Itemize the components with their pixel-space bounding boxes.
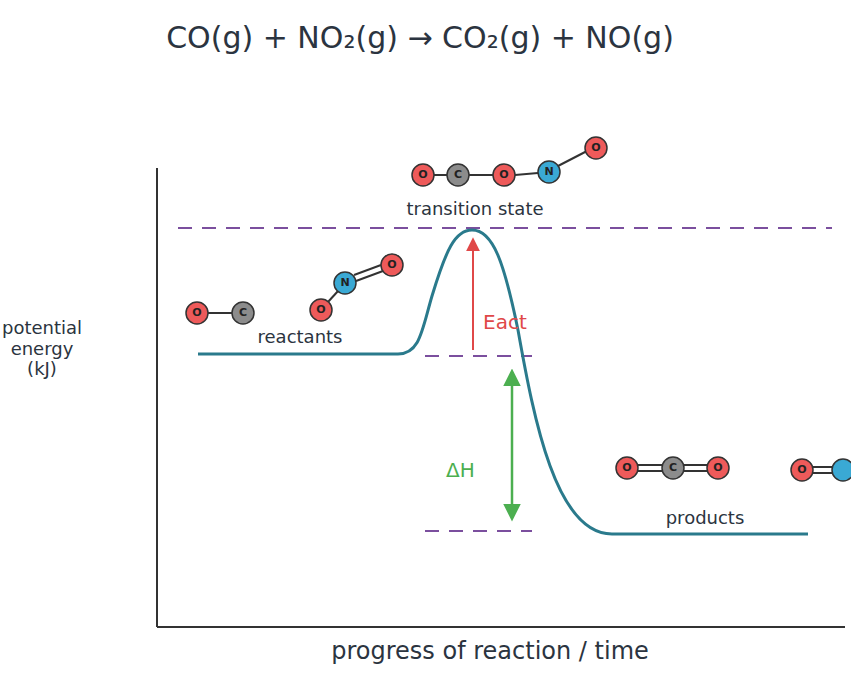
- energy-label: ΔH: [446, 459, 475, 482]
- atom-symbol: C: [669, 462, 677, 475]
- atom-symbol: N: [544, 166, 553, 179]
- title: CO(g) + NO₂(g) → CO₂(g) + NO(g): [166, 21, 674, 56]
- atom-symbol: N: [340, 277, 349, 290]
- atom-symbol: O: [316, 304, 325, 317]
- energy-curve: [198, 230, 808, 534]
- atom-symbol: O: [192, 307, 201, 320]
- enthalpy-arrow: [511, 372, 514, 518]
- activation-arrow: [472, 240, 474, 350]
- guide-line: [178, 227, 832, 229]
- energy-label: Eact: [483, 311, 527, 334]
- guide-line: [425, 530, 532, 532]
- guide-line: [425, 355, 532, 357]
- state-label: transition state: [406, 199, 543, 220]
- state-label: products: [666, 508, 745, 529]
- atom-symbol: O: [622, 462, 631, 475]
- atom-symbol: O: [418, 169, 427, 182]
- atoms: [186, 137, 851, 481]
- atom-symbol: O: [499, 169, 508, 182]
- atom-symbol: C: [454, 169, 462, 182]
- y-axis: [156, 168, 158, 627]
- state-label: reactants: [258, 327, 343, 348]
- atom-symbol: C: [239, 307, 247, 320]
- axis-label: potential energy (kJ): [2, 318, 82, 380]
- atom-symbol: O: [387, 259, 396, 272]
- bonds: [208, 151, 832, 473]
- x-axis: [157, 626, 845, 628]
- atom-symbol: O: [797, 464, 806, 477]
- axis-label: progress of reaction / time: [331, 638, 649, 666]
- atom-symbol: O: [713, 462, 722, 475]
- atom-symbol: O: [591, 142, 600, 155]
